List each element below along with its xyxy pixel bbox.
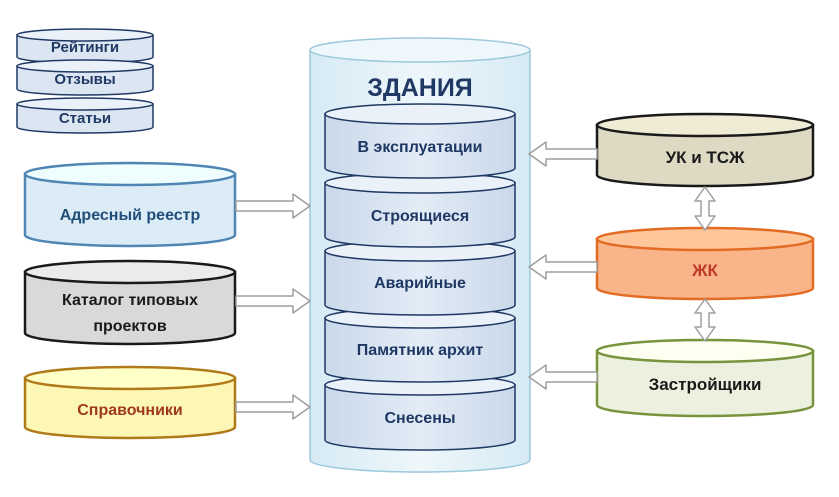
- segment-list: Снесены Памятник архит Аварийные Строящи…: [324, 103, 516, 451]
- arrows-vertical: [694, 186, 716, 342]
- tag-reviews-shape: [16, 65, 154, 96]
- arrow-developers-to-buildings: [528, 364, 598, 390]
- arrow-management-companies-to-buildings: [528, 141, 598, 167]
- source-developers-label: Застройщики: [649, 375, 762, 394]
- segment-in-operation-label: В эксплуатации: [358, 139, 483, 156]
- segment-in-operation-body: [324, 113, 516, 179]
- source-developers[interactable]: Застройщики: [595, 338, 815, 418]
- source-housing-complexes[interactable]: ЖК: [595, 226, 815, 301]
- source-management-companies-label: УК и ТСЖ: [666, 148, 746, 167]
- source-housing-complexes-label: ЖК: [691, 261, 718, 280]
- arrow-management-companies-housing-complexes: [694, 186, 716, 231]
- arrow-address-registry-to-buildings: [235, 193, 311, 219]
- right-sources: УК и ТСЖ ЖК Застройщики: [595, 112, 815, 418]
- segment-in-operation-top: [324, 103, 516, 125]
- arrows-right: [528, 141, 598, 390]
- arrows-left: [235, 193, 311, 420]
- source-address-registry-body: [23, 172, 237, 248]
- segment-monument-label: Памятник архит: [357, 342, 484, 359]
- tag-reviews-top: [16, 59, 154, 73]
- buildings-cylinder-top: [309, 37, 531, 63]
- tag-articles-label: Статьи: [59, 110, 111, 127]
- source-address-registry-label: Адресный реестр: [60, 207, 201, 224]
- arrow-housing-complexes-developers: [694, 298, 716, 342]
- source-developers-top: [595, 338, 815, 364]
- tag-ratings-top: [16, 28, 154, 42]
- arrow-references-to-buildings: [235, 394, 311, 420]
- segment-demolished-label: Снесены: [384, 410, 455, 427]
- segment-demolished[interactable]: Снесены: [324, 374, 516, 451]
- arrow-housing-complexes-to-buildings: [528, 254, 598, 280]
- tag-reviews[interactable]: Отзывы: [16, 59, 154, 96]
- tag-reviews-label: Отзывы: [54, 71, 115, 88]
- tag-articles-shape: [16, 103, 154, 134]
- source-typical-projects-label-line2: проектов: [93, 318, 167, 335]
- segment-under-construction-label: Строящиеся: [371, 208, 469, 225]
- segment-emergency-body: [324, 250, 516, 316]
- segment-monument[interactable]: Памятник архит: [324, 307, 516, 383]
- source-address-registry[interactable]: Адресный реестр: [23, 161, 237, 248]
- segment-under-construction[interactable]: Строящиеся: [324, 172, 516, 248]
- source-references-top: [23, 365, 237, 391]
- source-typical-projects-top: [23, 259, 237, 285]
- source-address-registry-top: [23, 161, 237, 187]
- source-references-label: Справочники: [77, 402, 183, 419]
- segment-emergency-label: Аварийные: [374, 275, 466, 292]
- tag-articles[interactable]: Статьи: [16, 97, 154, 134]
- source-typical-projects[interactable]: Каталог типовых проектов: [23, 259, 237, 346]
- tag-list: Рейтинги Отзывы Статьи: [16, 28, 154, 134]
- source-management-companies[interactable]: УК и ТСЖ: [595, 112, 815, 188]
- source-typical-projects-label-line1: Каталог типовых: [62, 292, 198, 309]
- source-management-companies-top: [595, 112, 815, 138]
- segment-monument-body: [324, 317, 516, 383]
- source-housing-complexes-top: [595, 226, 815, 252]
- tag-ratings-label: Рейтинги: [51, 39, 119, 56]
- source-typical-projects-body: [23, 270, 237, 346]
- source-references[interactable]: Справочники: [23, 365, 237, 440]
- source-management-companies-body: [595, 123, 815, 188]
- tag-ratings[interactable]: Рейтинги: [16, 28, 154, 64]
- segment-demolished-body: [324, 384, 516, 451]
- tag-articles-top: [16, 97, 154, 111]
- segment-under-construction-body: [324, 182, 516, 248]
- segment-in-operation[interactable]: В эксплуатации: [324, 103, 516, 179]
- arrow-typical-projects-to-buildings: [235, 288, 311, 314]
- source-references-body: [23, 376, 237, 440]
- source-housing-complexes-body: [595, 237, 815, 301]
- segment-emergency[interactable]: Аварийные: [324, 240, 516, 316]
- buildings-title: ЗДАНИЯ: [367, 74, 473, 102]
- left-sources: Адресный реестр Каталог типовых проектов…: [23, 161, 237, 440]
- source-developers-body: [595, 349, 815, 418]
